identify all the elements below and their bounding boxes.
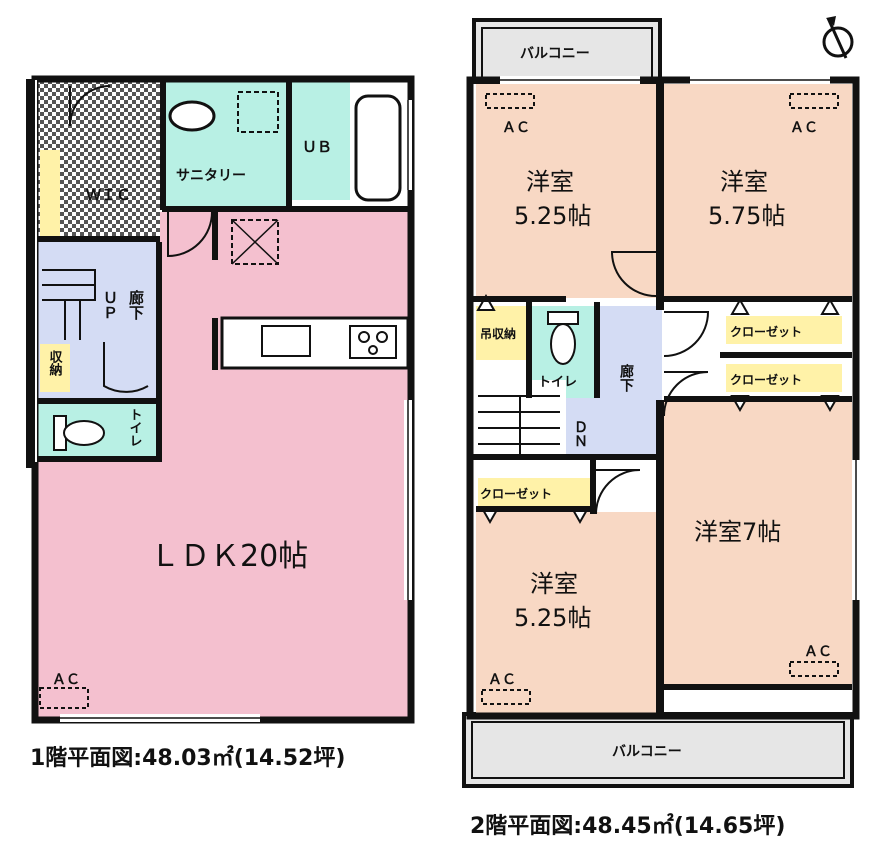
floor1-plan — [25, 75, 415, 724]
floor2-toilet-fixture-icon — [547, 311, 579, 365]
floor2-ac2-label: ＡＣ — [790, 120, 818, 136]
floor2-closet3-fill — [478, 478, 592, 506]
floor1-ub-label: ＵＢ — [302, 138, 332, 156]
floor2-closet2-label: クローゼット — [730, 372, 802, 387]
floor1-wic-label: ＷＩＣ — [86, 186, 131, 204]
kitchen-sink — [261, 325, 311, 357]
floor2-hanging-label: 吊収納 — [480, 326, 516, 341]
floor2-western3-label: 洋室 — [530, 570, 578, 598]
floor2-walls — [470, 80, 852, 716]
floor1-up-label: ＵＰ — [101, 290, 119, 320]
floor2-plan — [462, 18, 860, 788]
floor2-western2-size: 5.75帖 — [708, 202, 785, 230]
floor2-closet1-fill — [726, 316, 842, 344]
balcony-top-inner — [481, 27, 653, 79]
floor2-western1-label: 洋室 — [526, 168, 574, 196]
toilet-fixture-icon — [53, 415, 105, 451]
floor2-western4-fill — [664, 400, 852, 688]
floor1-ub-zone — [290, 82, 350, 200]
floor2-balcony-top-label: バルコニー — [520, 46, 590, 62]
balcony-bottom-inner — [471, 721, 845, 779]
floor2-western3-fill — [476, 512, 658, 716]
floor2-hanging-fill — [476, 306, 530, 360]
fridge-space — [231, 219, 279, 265]
floor2-ac1-label: ＡＣ — [502, 120, 530, 136]
floor1-stairs — [42, 269, 96, 340]
floor1-toilet-label: トイレ — [127, 408, 143, 447]
floor2-outer-wall — [466, 76, 860, 720]
floor2-western2-label: 洋室 — [720, 168, 768, 196]
floor2-western4-label: 洋室7帖 — [694, 518, 781, 546]
floor1-left-wall — [26, 79, 35, 467]
floor2-doors — [595, 251, 710, 515]
stove-icon — [349, 325, 397, 359]
floor2-western1-size: 5.25帖 — [514, 202, 591, 230]
floor1-wic-shelf — [40, 150, 60, 236]
floor2-caption: 2階平面図:48.45㎡(14.65坪) — [470, 814, 786, 839]
floor2-ac-units — [481, 93, 839, 705]
floor1-hall-label: 廊下 — [127, 289, 145, 321]
floor1-caption: 1階平面図:48.03㎡(14.52坪) — [30, 746, 346, 771]
floor2-closet2-fill — [726, 364, 842, 392]
floor1-ac-unit — [39, 687, 89, 709]
floor2-ac4-label: ＡＣ — [488, 672, 516, 688]
north-arrow-icon — [822, 16, 854, 59]
washbasin-icon — [168, 100, 216, 132]
floor2-closet1-label: クローゼット — [730, 324, 802, 339]
washing-machine-space — [237, 91, 279, 133]
floor1-sanitary-label: サニタリー — [176, 168, 246, 184]
floor1-storage-fill — [40, 344, 70, 392]
floor2-hall-label: 廊下 — [618, 363, 634, 393]
floor2-balcony-bottom-label: バルコニー — [612, 744, 682, 760]
floor1-ldk-label: ＬＤＫ20帖 — [150, 539, 308, 574]
floor1-step-wall — [26, 462, 38, 468]
floor2-dn-label: ＤＮ — [572, 420, 588, 448]
floor1-storage-label: 収納 — [47, 350, 63, 377]
floor2-stairs — [478, 395, 560, 456]
floor2-ac3-label: ＡＣ — [804, 644, 832, 660]
floor1-doors — [69, 85, 213, 393]
floor1-walls — [38, 82, 408, 462]
floor2-western1-fill — [476, 84, 658, 298]
floor2-western3-size: 5.25帖 — [514, 604, 591, 632]
floor1-sanitary-fill — [162, 82, 290, 210]
floor2-toilet-label: トイレ — [538, 375, 577, 390]
bathtub-icon — [354, 94, 402, 202]
floor2-closet3-label: クローゼット — [480, 486, 552, 501]
floor2-western2-fill — [664, 84, 852, 298]
floor1-ac-label: ＡＣ — [52, 672, 80, 688]
